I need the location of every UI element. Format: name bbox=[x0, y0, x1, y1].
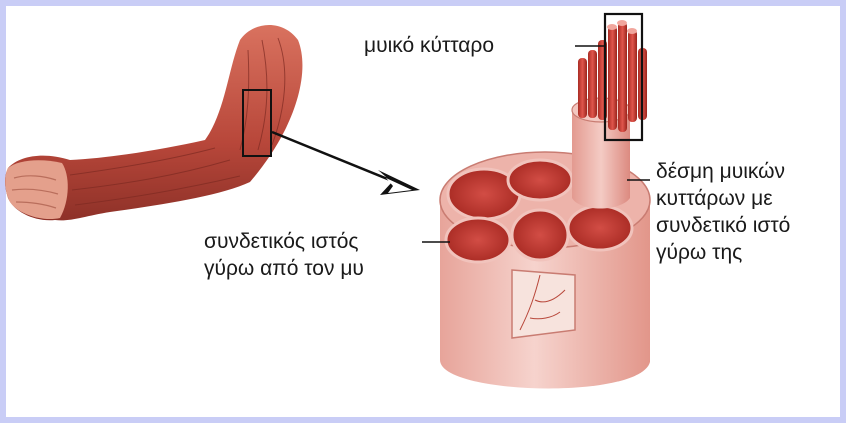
muscle-fibers bbox=[578, 20, 647, 132]
arm-illustration bbox=[5, 25, 302, 220]
bundle-label: δέσμη μυικών κυττάρων με συνδετικό ιστό … bbox=[656, 158, 790, 266]
zoom-arrow bbox=[272, 132, 420, 195]
muscle-cell-label: μυικό κύτταρο bbox=[364, 32, 494, 59]
connective-tissue-label: συνδετικός ιστός γύρω από τον μυ bbox=[204, 228, 364, 282]
